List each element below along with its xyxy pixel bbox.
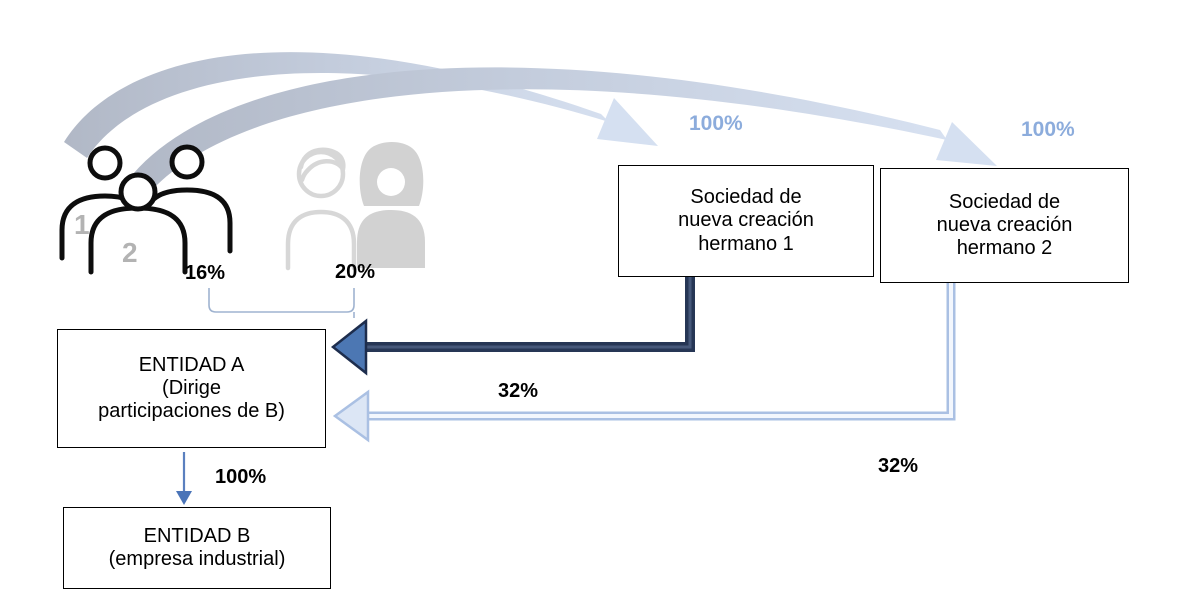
pct-100-a-to-b-label: 100% bbox=[215, 466, 267, 488]
three-people-icon bbox=[59, 144, 233, 275]
curved-arrow-people-to-hermano1-icon bbox=[64, 52, 658, 158]
down-arrow-entidadA-to-entidadB bbox=[176, 452, 192, 505]
pct-32-right-label: 32% bbox=[878, 455, 919, 477]
pct-20-label: 20% bbox=[335, 261, 376, 283]
light-arrow-hermano2-to-entidadA bbox=[332, 281, 956, 443]
box-entidad-a: ENTIDAD A (Dirige participaciones de B) bbox=[57, 329, 326, 448]
person-number-2-label: 2 bbox=[122, 237, 138, 268]
pct-100-hermano2-label: 100% bbox=[1021, 118, 1075, 141]
box-sociedad-hermano1: Sociedad de nueva creación hermano 1 bbox=[618, 165, 874, 277]
gray-man-icon bbox=[285, 147, 357, 271]
gray-woman-icon bbox=[357, 142, 425, 268]
box-entidad-b: ENTIDAD B (empresa industrial) bbox=[63, 507, 331, 589]
pct-32-mid-label: 32% bbox=[498, 380, 539, 402]
box-sociedad-hermano2: Sociedad de nueva creación hermano 2 bbox=[880, 168, 1129, 283]
person-number-1-label: 1 bbox=[74, 209, 90, 240]
dark-arrow-hermano1-to-entidadA bbox=[330, 275, 695, 376]
percent-bracket-connector bbox=[208, 288, 355, 318]
pct-100-hermano1-label: 100% bbox=[689, 112, 743, 135]
pct-16-label: 16% bbox=[185, 262, 226, 284]
curved-arrow-people-to-hermano2-icon bbox=[133, 67, 997, 190]
